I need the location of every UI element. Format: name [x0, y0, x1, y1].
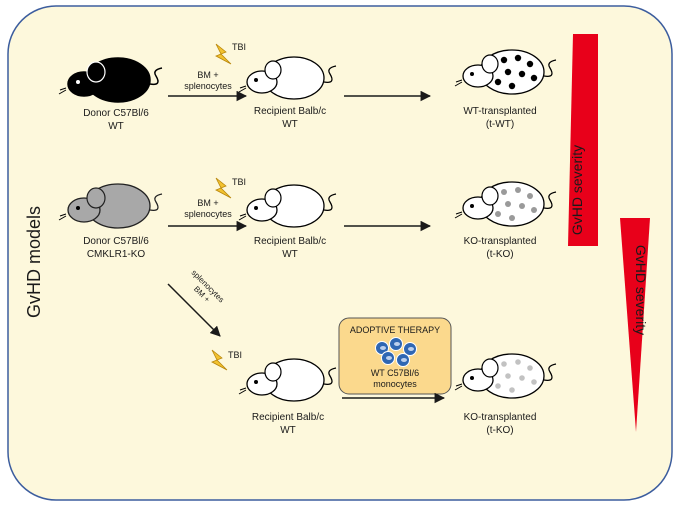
- recipient-mouse-icon: [238, 56, 337, 100]
- outcome-label-line2: (t-KO): [486, 425, 513, 436]
- recipient-label-line2: WT: [282, 119, 298, 130]
- recipient-mouse-icon: [238, 358, 337, 402]
- outcome-label-line1: KO-transplanted: [464, 412, 537, 423]
- arrow-donor-to-recipient-diagonal: [167, 283, 221, 337]
- recipient-label-line2: WT: [280, 425, 296, 436]
- outcome-mouse-icon: [454, 49, 557, 95]
- recipient-label-line1: Recipient Balb/c: [254, 106, 326, 117]
- tbi-label: TBI: [232, 177, 246, 187]
- row-2: Donor C57Bl/6 CMKLR1-KO TBI BM + splenoc…: [58, 177, 557, 260]
- tbi-label: TBI: [228, 350, 242, 360]
- transfer-label-line2: splenocytes: [184, 209, 232, 219]
- transfer-label-line1: BM +: [197, 198, 218, 208]
- outcome-label-line1: WT-transplanted: [463, 106, 536, 117]
- row-1: Donor C57Bl/6 WT TBI BM + splenocytes Re…: [58, 42, 557, 132]
- severity-label-1: GvHD severity: [569, 145, 585, 235]
- recipient-mouse-icon: [238, 184, 337, 228]
- adoptive-therapy-line1: WT C57Bl/6: [371, 368, 419, 378]
- recipient-label-line1: Recipient Balb/c: [254, 236, 326, 247]
- donor-label-line2: WT: [108, 121, 124, 132]
- side-title: GvHD models: [24, 206, 44, 318]
- row-3: BM + splenocytes TBI Recipient Balb/c WT…: [167, 268, 557, 436]
- lightning-icon: [215, 177, 232, 199]
- outcome-ko-mouse-icon: [454, 181, 557, 227]
- outcome-label-line2: (t-WT): [486, 119, 514, 130]
- severity-triangle-2: [620, 218, 650, 432]
- adoptive-therapy-box: [338, 317, 452, 395]
- donor-ko-label-line2: CMKLR1-KO: [87, 249, 146, 260]
- outcome-ko-mouse-icon: [454, 353, 557, 399]
- donor-label-line1: Donor C57Bl/6: [83, 108, 149, 119]
- recipient-label-line2: WT: [282, 249, 298, 260]
- severity-triangle-1: [568, 34, 598, 246]
- monocytes-icon: [375, 337, 417, 367]
- lightning-icon: [215, 43, 232, 65]
- outcome-label-line1: KO-transplanted: [464, 236, 537, 247]
- transfer-label-line1: BM +: [197, 70, 218, 80]
- outcome-label-line2: (t-KO): [486, 249, 513, 260]
- transfer-label-line2: splenocytes: [184, 81, 232, 91]
- adoptive-therapy-line2: monocytes: [373, 379, 417, 389]
- lightning-icon: [211, 349, 228, 371]
- donor-ko-label-line1: Donor C57Bl/6: [83, 236, 149, 247]
- donor-mouse-icon: [58, 57, 163, 103]
- adoptive-therapy-title: ADOPTIVE THERAPY: [350, 325, 440, 335]
- recipient-label-line1: Recipient Balb/c: [252, 412, 324, 423]
- tbi-label: TBI: [232, 42, 246, 52]
- severity-label-2: GvHD severity: [633, 245, 649, 335]
- donor-ko-mouse-icon: [58, 183, 163, 229]
